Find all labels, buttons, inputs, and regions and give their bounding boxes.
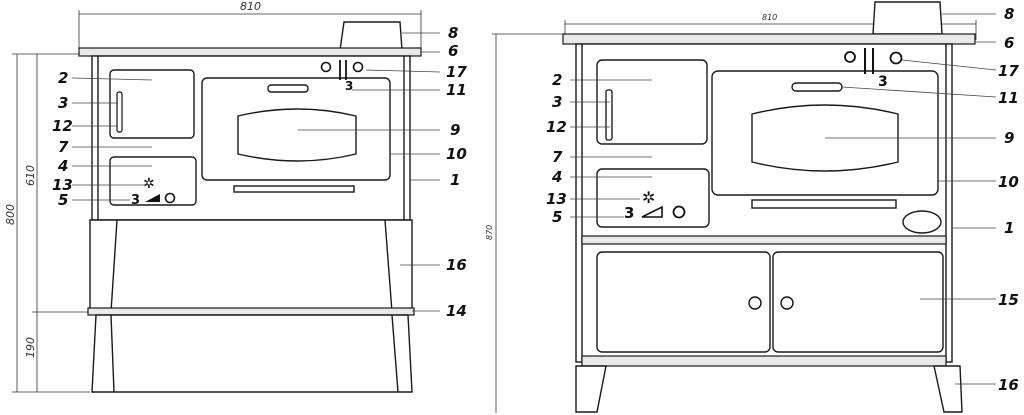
right-width-label: 810: [762, 13, 777, 22]
right-callout-4: 4: [551, 168, 562, 186]
left-oven-window: [237, 108, 357, 162]
left-callout-9: 9: [450, 121, 460, 139]
right-damper-label: 3: [878, 74, 888, 90]
right-callout-12: 12: [546, 118, 567, 136]
right-air-wedge-icon: [641, 205, 663, 218]
left-ash-door: [109, 156, 197, 206]
left-callout-4: 4: [57, 157, 68, 175]
right-callout-9: 9: [1004, 129, 1014, 147]
left-callout-1: 1: [450, 171, 460, 189]
left-firebox-door: [109, 69, 195, 139]
left-lower-leg-right: [391, 314, 399, 393]
right-cabinet-door-right: [772, 251, 944, 353]
left-callout-14: 14: [446, 302, 467, 320]
left-air-regulator-icon: ✲: [143, 176, 155, 192]
right-leg-right: [933, 365, 963, 413]
right-callout-15: 15: [998, 291, 1019, 309]
right-leader-lines: [570, 13, 997, 385]
left-callout-6: 6: [448, 42, 458, 60]
right-grille: [751, 199, 897, 209]
right-callout-11: 11: [998, 89, 1019, 107]
right-ash-door: [596, 168, 710, 228]
left-width-label: 810: [240, 0, 261, 13]
left-callout-3: 3: [58, 94, 68, 112]
left-stand-leg-left: [110, 219, 118, 313]
right-callout-8: 8: [1004, 5, 1014, 23]
right-upper-rail: [581, 235, 947, 245]
left-callout-12: 12: [52, 117, 73, 135]
right-damper-open-icon: [889, 51, 903, 65]
left-callout-2: 2: [58, 69, 68, 87]
left-callout-13: 13: [52, 176, 73, 194]
left-grille: [233, 185, 355, 193]
right-cabinet-knob-right: [780, 296, 794, 310]
right-cabinet-door-left: [596, 251, 771, 353]
right-leg-left: [575, 365, 607, 413]
right-callout-10: 10: [998, 173, 1019, 191]
right-callout-2: 2: [552, 71, 562, 89]
right-callout-13: 13: [546, 190, 567, 208]
right-callout-3: 3: [552, 93, 562, 111]
right-callout-6: 6: [1004, 34, 1014, 52]
left-damper-open-icon: [352, 61, 364, 73]
left-leader-lines: [71, 32, 441, 312]
left-lower-leg-left: [110, 314, 115, 393]
right-cabinet-knob-left: [748, 296, 762, 310]
right-stove-view: 810 870 ✲ 3 3: [485, 1, 1019, 413]
left-flue: [339, 21, 403, 51]
right-callout-17: 17: [998, 62, 1019, 80]
left-callout-17: 17: [446, 63, 467, 81]
right-air-regulator-icon: ✲: [642, 188, 655, 207]
left-stand-leg-right: [384, 219, 393, 313]
right-firebox-door: [596, 59, 708, 145]
right-cooktop: [562, 33, 976, 45]
left-air-open-icon: [164, 192, 176, 204]
right-lower-rail: [581, 355, 947, 367]
right-air-label: 3: [624, 204, 634, 222]
right-thermometer: [902, 210, 942, 234]
left-height-upper-label: 610: [24, 165, 37, 186]
right-height-label: 870: [485, 225, 494, 240]
right-oven-handle: [791, 82, 843, 92]
right-callout-5: 5: [552, 208, 562, 226]
left-callout-5: 5: [58, 191, 68, 209]
left-height-lower-label: 190: [24, 337, 37, 358]
right-flue: [872, 1, 943, 35]
left-callout-11: 11: [446, 81, 467, 99]
left-oven-handle: [267, 84, 309, 93]
left-callout-8: 8: [448, 24, 458, 42]
left-height-total-label: 800: [4, 204, 17, 225]
right-door-handle: [605, 89, 613, 141]
left-callout-16: 16: [446, 256, 467, 274]
right-callout-7: 7: [552, 148, 563, 166]
left-air-wedge-icon: [145, 194, 160, 202]
left-lower-stand: [91, 314, 413, 393]
left-air-label: 3: [131, 193, 140, 208]
left-damper-label: 3: [345, 79, 353, 93]
left-stove-view: 810 800 610 190 ✲ 3: [4, 0, 467, 393]
left-door-handle: [116, 91, 123, 133]
left-damper-closed-icon: [320, 61, 332, 73]
right-callout-16: 16: [998, 376, 1019, 394]
right-callout-1: 1: [1004, 219, 1014, 237]
right-damper-closed-icon: [844, 51, 856, 63]
left-callout-10: 10: [446, 145, 467, 163]
left-cooktop: [78, 47, 422, 57]
right-air-open-icon: [672, 205, 686, 219]
left-callout-7: 7: [58, 138, 69, 156]
left-stand: [89, 219, 413, 313]
left-shelf: [87, 307, 415, 316]
